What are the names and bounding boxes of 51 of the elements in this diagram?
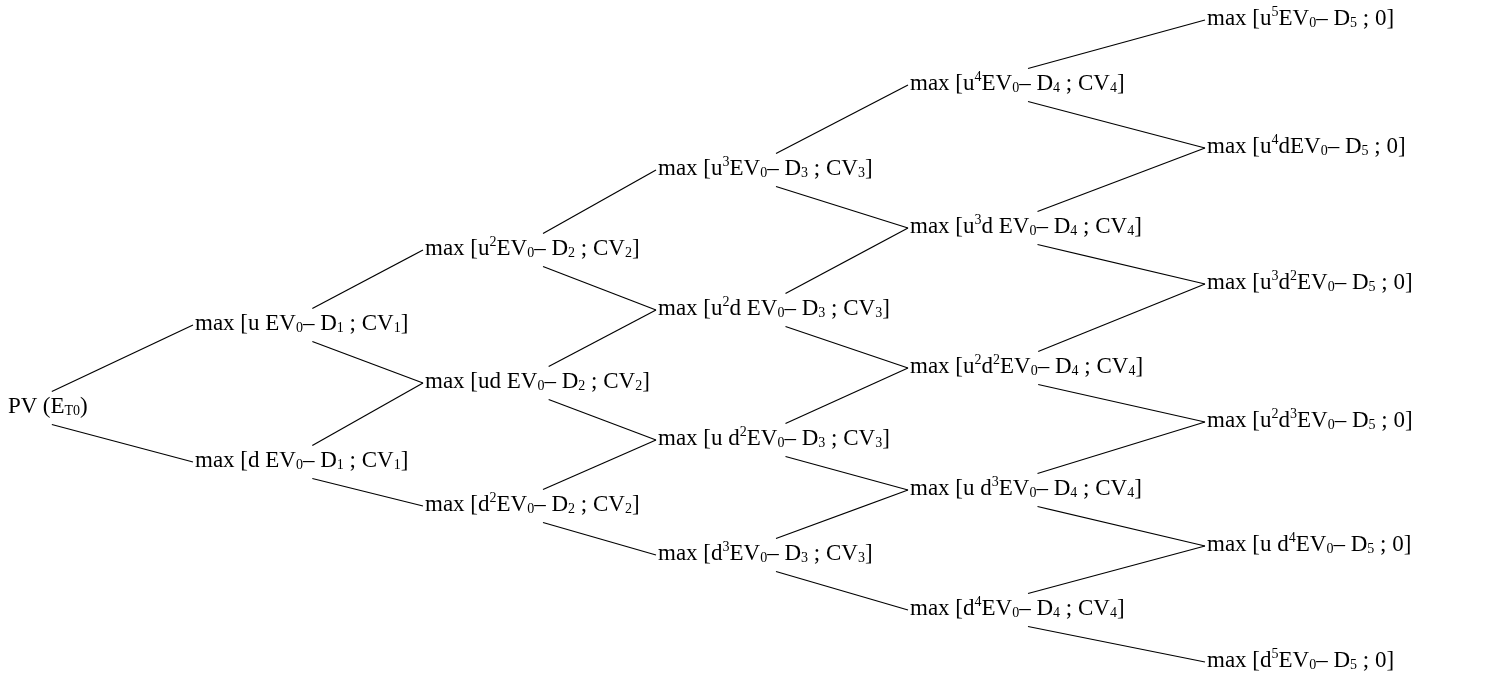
node-formula: max [d$^{2}$EV$_{0}$– D$_{2}$ ; CV$_{2}$] <box>425 489 640 523</box>
tree-branch-line <box>311 382 424 447</box>
tree-branch-line <box>1036 243 1206 285</box>
tree-branch-line <box>1027 545 1206 595</box>
node-formula: max [u$^{3}$d$^{2}$EV$_{0}$– D$_{5}$ ; 0] <box>1207 267 1413 301</box>
node-formula: max [u$^{4}$dEV$_{0}$– D$_{5}$ ; 0] <box>1207 131 1406 165</box>
node-formula: max [u$^{3}$EV$_{0}$– D$_{3}$ ; CV$_{3}$] <box>658 153 873 187</box>
node-formula: max [ud EV$_{0}$– D$_{2}$ ; CV$_{2}$] <box>425 366 650 400</box>
tree-branch-line <box>784 455 909 491</box>
tree-branch-line <box>548 398 657 441</box>
tree-branch-line <box>1036 147 1206 213</box>
node-formula: max [u$^{5}$EV$_{0}$– D$_{5}$ ; 0] <box>1207 3 1395 37</box>
tree-branch-line <box>1036 505 1206 547</box>
tree-branch-line <box>775 570 909 611</box>
node-formula: max [d$^{4}$EV$_{0}$– D$_{4}$ ; CV$_{4}$] <box>910 593 1125 627</box>
tree-branch-line <box>542 265 657 311</box>
node-formula: max [u d$^{2}$EV$_{0}$– D$_{3}$ ; CV$_{3}$] <box>658 423 890 457</box>
tree-branch-line <box>542 169 657 235</box>
tree-branch-line <box>548 309 657 368</box>
tree-branch-line <box>784 325 909 369</box>
tree-branch-line <box>775 489 909 540</box>
node-formula: max [u$^{2}$d$^{3}$EV$_{0}$– D$_{5}$ ; 0] <box>1207 405 1413 439</box>
tree-branch-line <box>542 521 657 556</box>
tree-branch-line <box>1027 100 1206 149</box>
tree-branch-line <box>51 324 194 393</box>
node-formula: max [d EV$_{0}$– D$_{1}$ ; CV$_{1}$] <box>195 445 409 479</box>
node-formula: PV (E$_{T0}$) <box>8 391 88 425</box>
tree-branch-line <box>311 249 424 310</box>
node-formula: max [u EV$_{0}$– D$_{1}$ ; CV$_{1}$] <box>195 308 409 342</box>
node-formula: max [u d$^{3}$EV$_{0}$– D$_{4}$ ; CV$_{4}$] <box>910 473 1142 507</box>
tree-branch-line <box>311 340 424 384</box>
tree-branch-line <box>311 477 424 507</box>
tree-branch-line <box>1037 283 1206 353</box>
node-formula: max [d$^{5}$EV$_{0}$– D$_{5}$ ; 0] <box>1207 645 1395 679</box>
tree-branch-line <box>542 439 657 491</box>
node-formula: max [u$^{2}$d$^{2}$EV$_{0}$– D$_{4}$ ; CV$_{4}$] <box>910 351 1144 385</box>
tree-branch-line <box>775 185 909 229</box>
tree-branch-line <box>1037 383 1206 423</box>
tree-branch-line <box>784 367 909 425</box>
node-formula: max [u$^{2}$d EV$_{0}$– D$_{3}$ ; CV$_{3}$] <box>658 293 890 327</box>
tree-branch-line <box>1027 625 1206 663</box>
node-formula: max [u$^{2}$EV$_{0}$– D$_{2}$ ; CV$_{2}$] <box>425 233 640 267</box>
node-formula: max [u d$^{4}$EV$_{0}$– D$_{5}$ ; 0] <box>1207 529 1412 563</box>
tree-branch-line <box>1027 19 1206 70</box>
node-formula: max [u$^{3}$d EV$_{0}$– D$_{4}$ ; CV$_{4}$] <box>910 211 1142 245</box>
tree-branch-line <box>51 423 194 463</box>
node-formula: max [d$^{3}$EV$_{0}$– D$_{3}$ ; CV$_{3}$] <box>658 538 873 572</box>
node-formula: max [u$^{4}$EV$_{0}$– D$_{4}$ ; CV$_{4}$] <box>910 68 1125 102</box>
tree-branch-line <box>1036 421 1206 475</box>
tree-branch-line <box>784 227 909 295</box>
tree-branch-line <box>775 84 909 155</box>
